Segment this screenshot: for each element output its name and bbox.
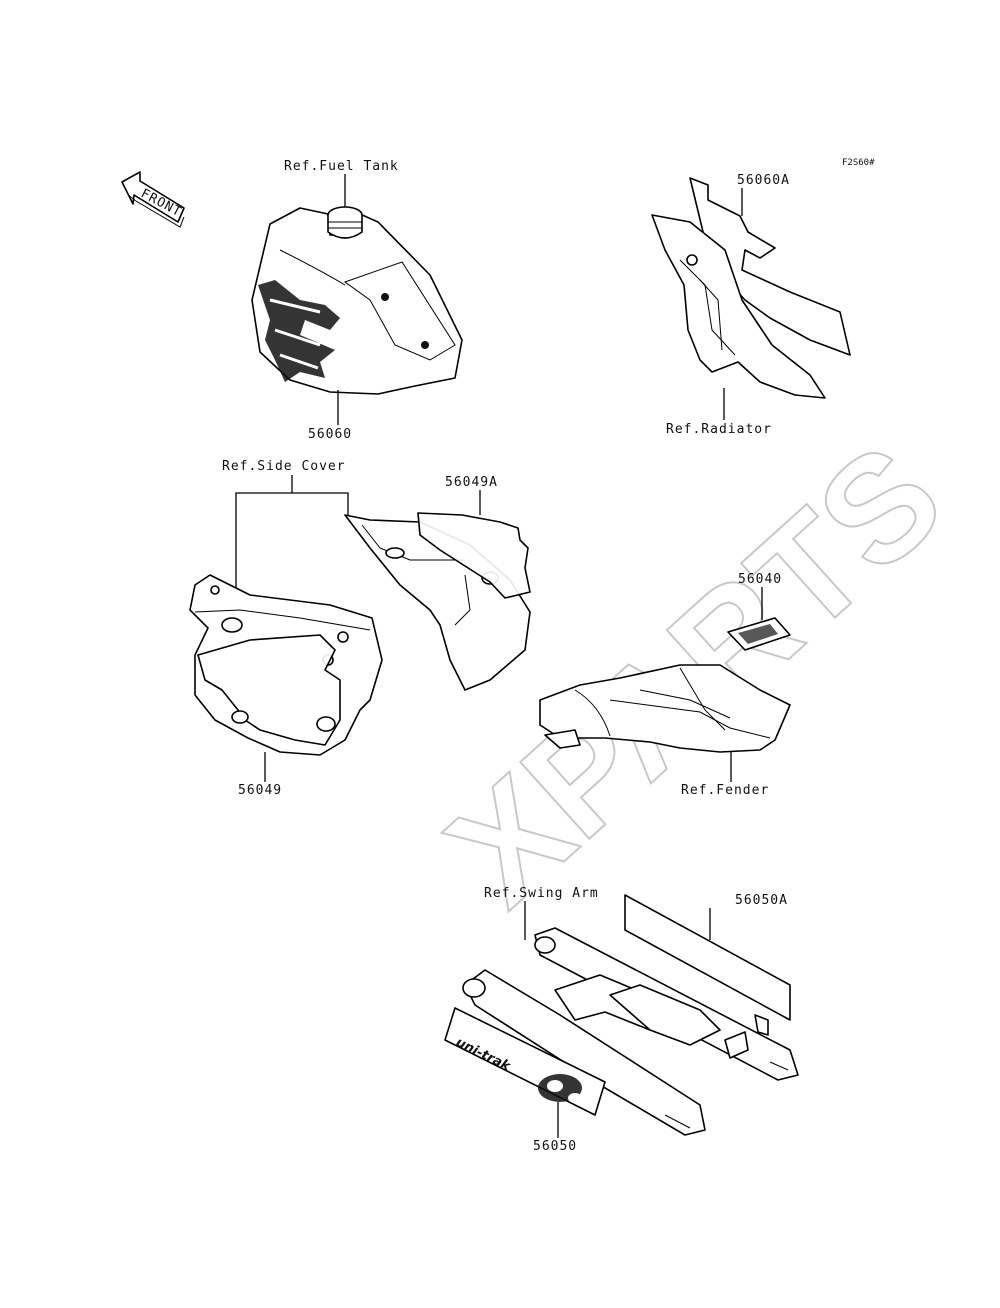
fuel-tank-ref-label: Ref.Fuel Tank — [284, 159, 399, 174]
radiator-shroud-group: 56060A Ref.Radiator — [651, 173, 851, 437]
part-56050-label: 56050 — [533, 1139, 577, 1154]
fender-ref-label: Ref.Fender — [681, 783, 769, 798]
fuel-tank-group: Ref.Fuel Tank 56060 — [251, 159, 463, 442]
swing-arm-ref-label: Ref.Swing Arm — [484, 886, 599, 901]
part-56049A-label: 56049A — [445, 475, 498, 490]
side-cover-ref-label: Ref.Side Cover — [222, 459, 346, 474]
part-56049-label: 56049 — [238, 783, 282, 798]
decal-56040-group: 56040 — [727, 572, 791, 651]
side-cover-group: Ref.Side Cover 56049A 56049 — [189, 459, 531, 798]
front-label: FRONT — [138, 186, 184, 220]
tank-decal-56060 — [258, 280, 340, 382]
swing-arm-group: Ref.Swing Arm 56050A uni-trak 56050 — [444, 886, 799, 1154]
decal-56049A — [417, 512, 531, 599]
part-56060A-label: 56060A — [737, 173, 790, 188]
part-56040-label: 56040 — [738, 572, 782, 587]
side-cover-bracket — [235, 492, 349, 590]
decal-56049 — [197, 634, 341, 746]
drawing-code: F2S60# — [842, 158, 875, 168]
decal-56060A — [689, 177, 851, 356]
part-56050A-label: 56050A — [735, 893, 788, 908]
swing-arm-near-arm — [464, 969, 706, 1136]
fender-group: Ref.Fender — [539, 664, 791, 798]
front-arrow-icon: FRONT — [121, 171, 185, 228]
radiator-ref-label: Ref.Radiator — [666, 422, 772, 437]
decal-56050A — [624, 894, 791, 1021]
part-56060-label: 56060 — [308, 427, 352, 442]
